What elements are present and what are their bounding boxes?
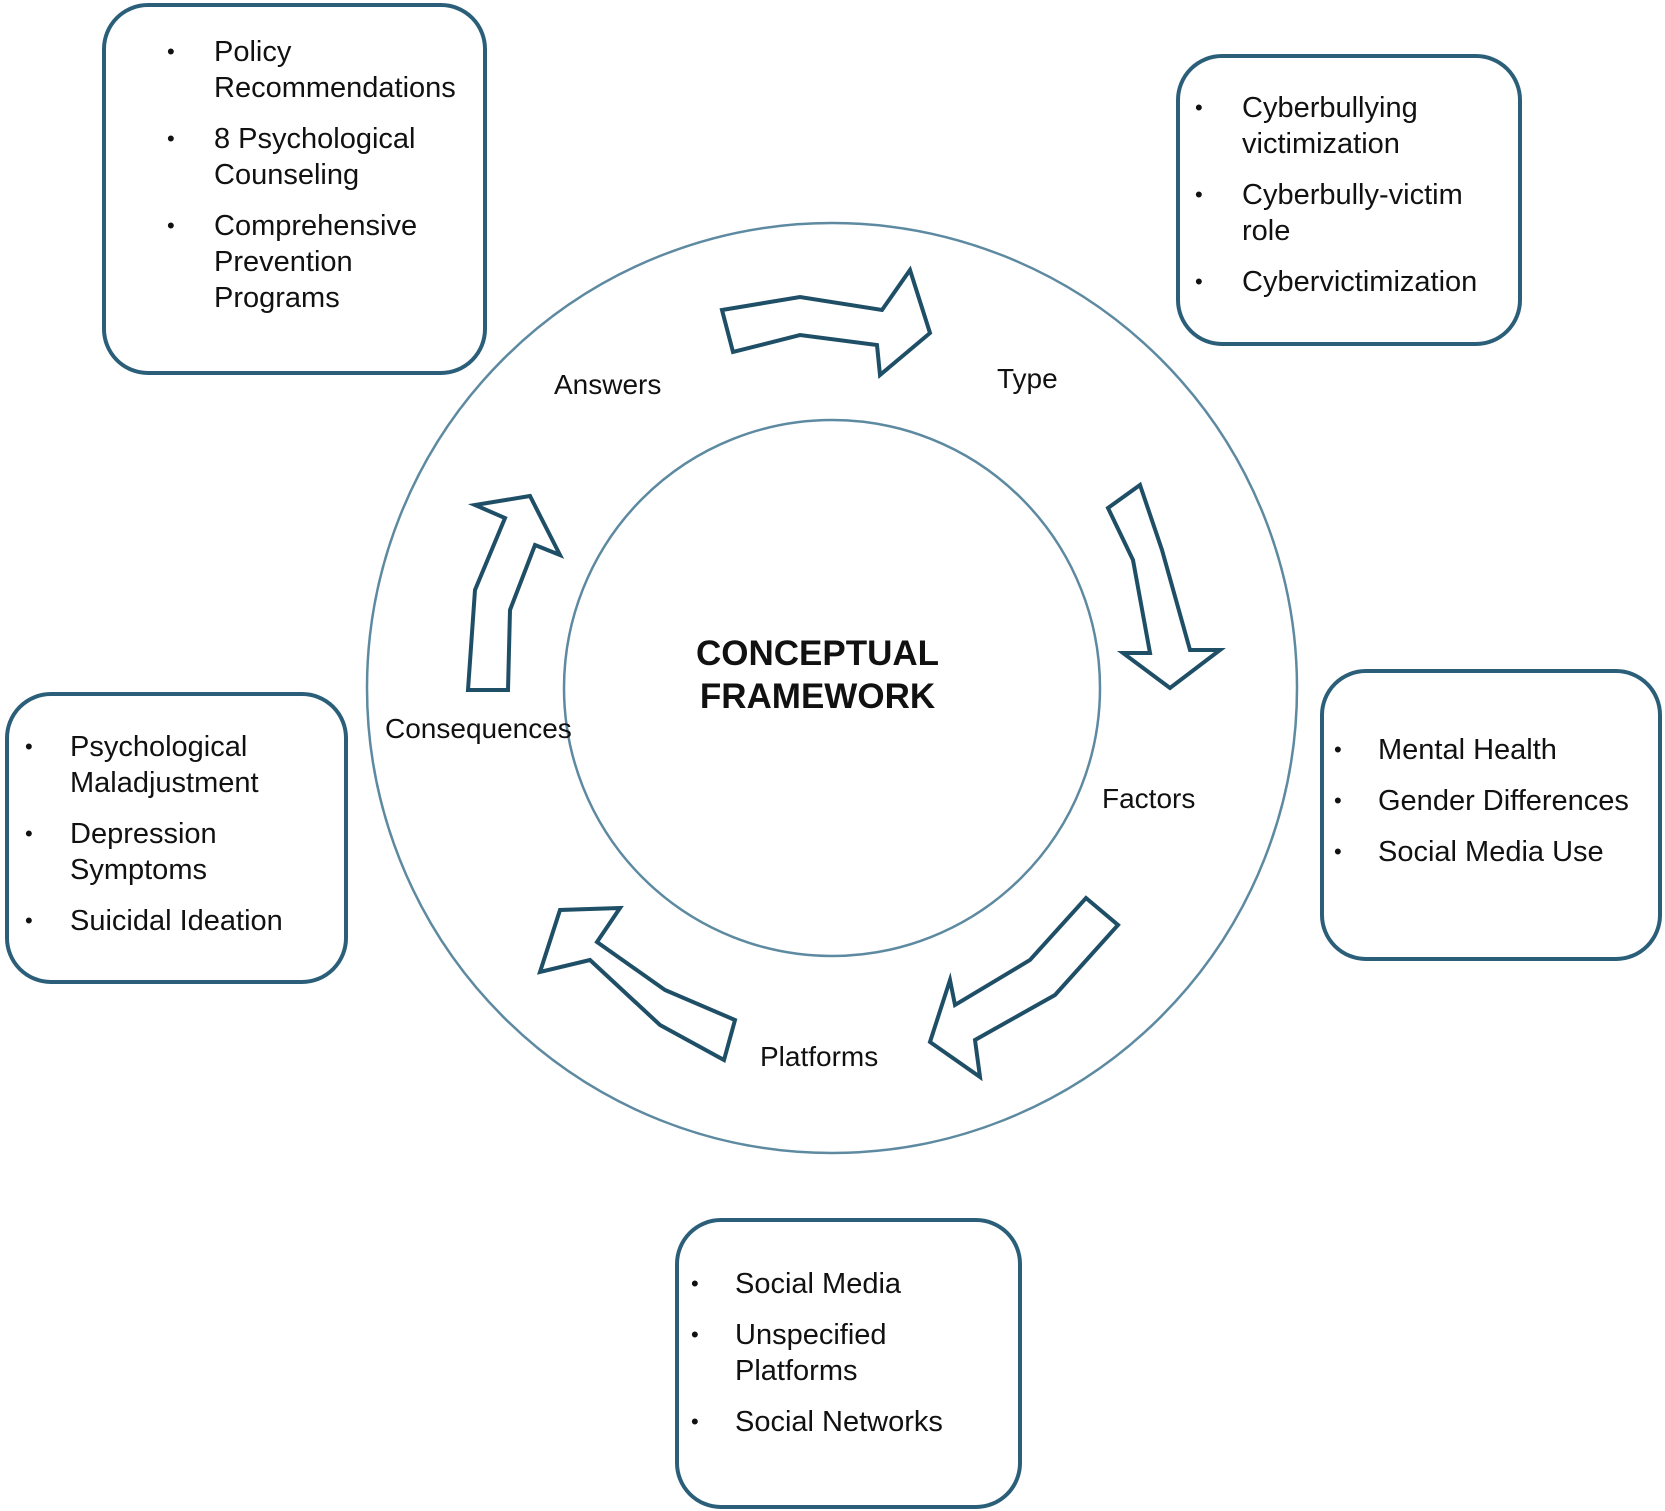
node-label-type: Type: [997, 363, 1058, 394]
center-title: CONCEPTUAL FRAMEWORK: [640, 632, 995, 718]
answers-item: Policy Recommendations: [167, 34, 476, 106]
type-item: Cyberbully-victim role: [1195, 177, 1510, 249]
factors-item: Gender Differences: [1334, 783, 1652, 819]
platforms-item: Social Networks: [691, 1404, 1007, 1440]
type-item: Cyberbullying victimization: [1195, 90, 1510, 162]
answers-item: Comprehensive Prevention Programs: [167, 208, 476, 316]
node-label-platforms: Platforms: [760, 1041, 879, 1072]
arrow-type-to-factors: [1105, 481, 1226, 691]
consequences-list: Psychological Maladjustment Depression S…: [25, 729, 338, 954]
answers-list: Policy Recommendations 8 Psychological C…: [167, 34, 476, 331]
factors-item: Mental Health: [1334, 732, 1652, 768]
answers-item: 8 Psychological Counseling: [167, 121, 476, 193]
arrow-consequences-to-answers: [465, 493, 565, 692]
node-label-answers: Answers: [554, 369, 662, 400]
inner-circle: [562, 418, 1102, 958]
center-title-line-2: FRAMEWORK: [699, 677, 936, 716]
type-list: Cyberbullying victimization Cyberbully-v…: [1195, 90, 1510, 315]
factors-box: Mental Health Gender Differences Social …: [1320, 669, 1662, 961]
factors-list: Mental Health Gender Differences Social …: [1334, 732, 1652, 885]
type-box: Cyberbullying victimization Cyberbully-v…: [1176, 54, 1522, 346]
platforms-item: Unspecified Platforms: [691, 1317, 1007, 1389]
consequences-item: Psychological Maladjustment: [25, 729, 338, 801]
platforms-list: Social Media Unspecified Platforms Socia…: [691, 1266, 1007, 1455]
platforms-box: Social Media Unspecified Platforms Socia…: [675, 1218, 1022, 1509]
consequences-box: Psychological Maladjustment Depression S…: [5, 692, 348, 984]
node-label-factors: Factors: [1102, 783, 1196, 814]
center-title-line-1: CONCEPTUAL: [695, 634, 940, 673]
arrow-factors-to-platforms: [927, 895, 1121, 1082]
consequences-item: Suicidal Ideation: [25, 903, 338, 939]
factors-item: Social Media Use: [1334, 834, 1652, 870]
answers-box: Policy Recommendations 8 Psychological C…: [102, 3, 487, 375]
node-label-consequences: Consequences: [385, 713, 572, 744]
platforms-item: Social Media: [691, 1266, 1007, 1302]
type-item: Cybervictimization: [1195, 264, 1510, 300]
outer-ring: [365, 221, 1299, 1155]
arrow-platforms-to-consequences: [537, 905, 738, 1063]
arrow-answers-to-type: [719, 265, 933, 379]
consequences-item: Depression Symptoms: [25, 816, 338, 888]
